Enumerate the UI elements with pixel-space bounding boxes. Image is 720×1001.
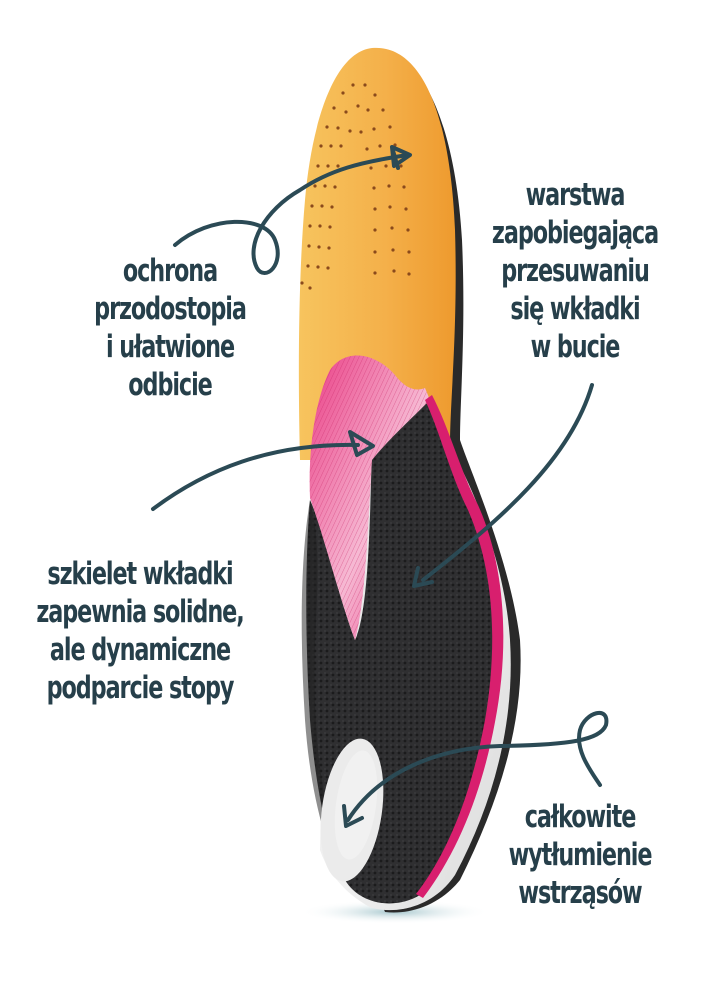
callout-line: warstwa	[525, 177, 626, 213]
callout-line: w bucie	[530, 329, 621, 365]
arrowhead-shock	[342, 804, 364, 828]
perforation-dots	[300, 83, 411, 290]
callout-line: podparcie stopy	[46, 670, 235, 706]
callout-forefoot-protection: ochrona przodostopia i ułatwione odbicie	[76, 252, 263, 404]
callout-line: przodostopia	[94, 291, 247, 327]
arrow-forefoot	[173, 153, 410, 275]
arrowhead-antislip	[412, 566, 434, 588]
callout-line: i ułatwione	[105, 329, 235, 365]
pink-mesh-texture	[309, 355, 430, 640]
shell-shadow	[301, 500, 345, 880]
callout-insole-skeleton: szkielet wkładki zapewnia solidne, ale d…	[32, 555, 248, 707]
arrow-antislip	[421, 383, 594, 582]
callout-line: się wkładki	[510, 291, 640, 327]
callout-line: całkowite	[524, 799, 637, 835]
callout-line: zapobiegająca	[491, 215, 659, 251]
pink-rim	[416, 395, 504, 898]
callout-shock-absorption: całkowite wytłumienie wstrząsów	[494, 798, 667, 912]
arrow-skeleton	[151, 442, 360, 511]
callout-line: wstrząsów	[518, 875, 642, 911]
callout-line: ochrona	[122, 253, 218, 289]
callout-line: szkielet wkładki	[47, 556, 233, 592]
arrow-shock	[346, 710, 609, 822]
callout-line: przesuwaniu	[501, 253, 650, 289]
arrowhead-skeleton	[348, 430, 375, 457]
callout-line: ale dynamiczne	[49, 632, 231, 668]
arrowhead-forefoot	[390, 145, 412, 170]
callout-line: zapewnia solidne,	[36, 594, 244, 630]
callout-anti-slip-layer: warstwa zapobiegająca przesuwaniu się wk…	[478, 176, 672, 366]
insole-top-layer	[298, 47, 456, 461]
heel-pad-highlight	[334, 750, 378, 860]
callout-line: wytłumienie	[508, 837, 653, 873]
callout-line: odbicie	[128, 367, 212, 403]
